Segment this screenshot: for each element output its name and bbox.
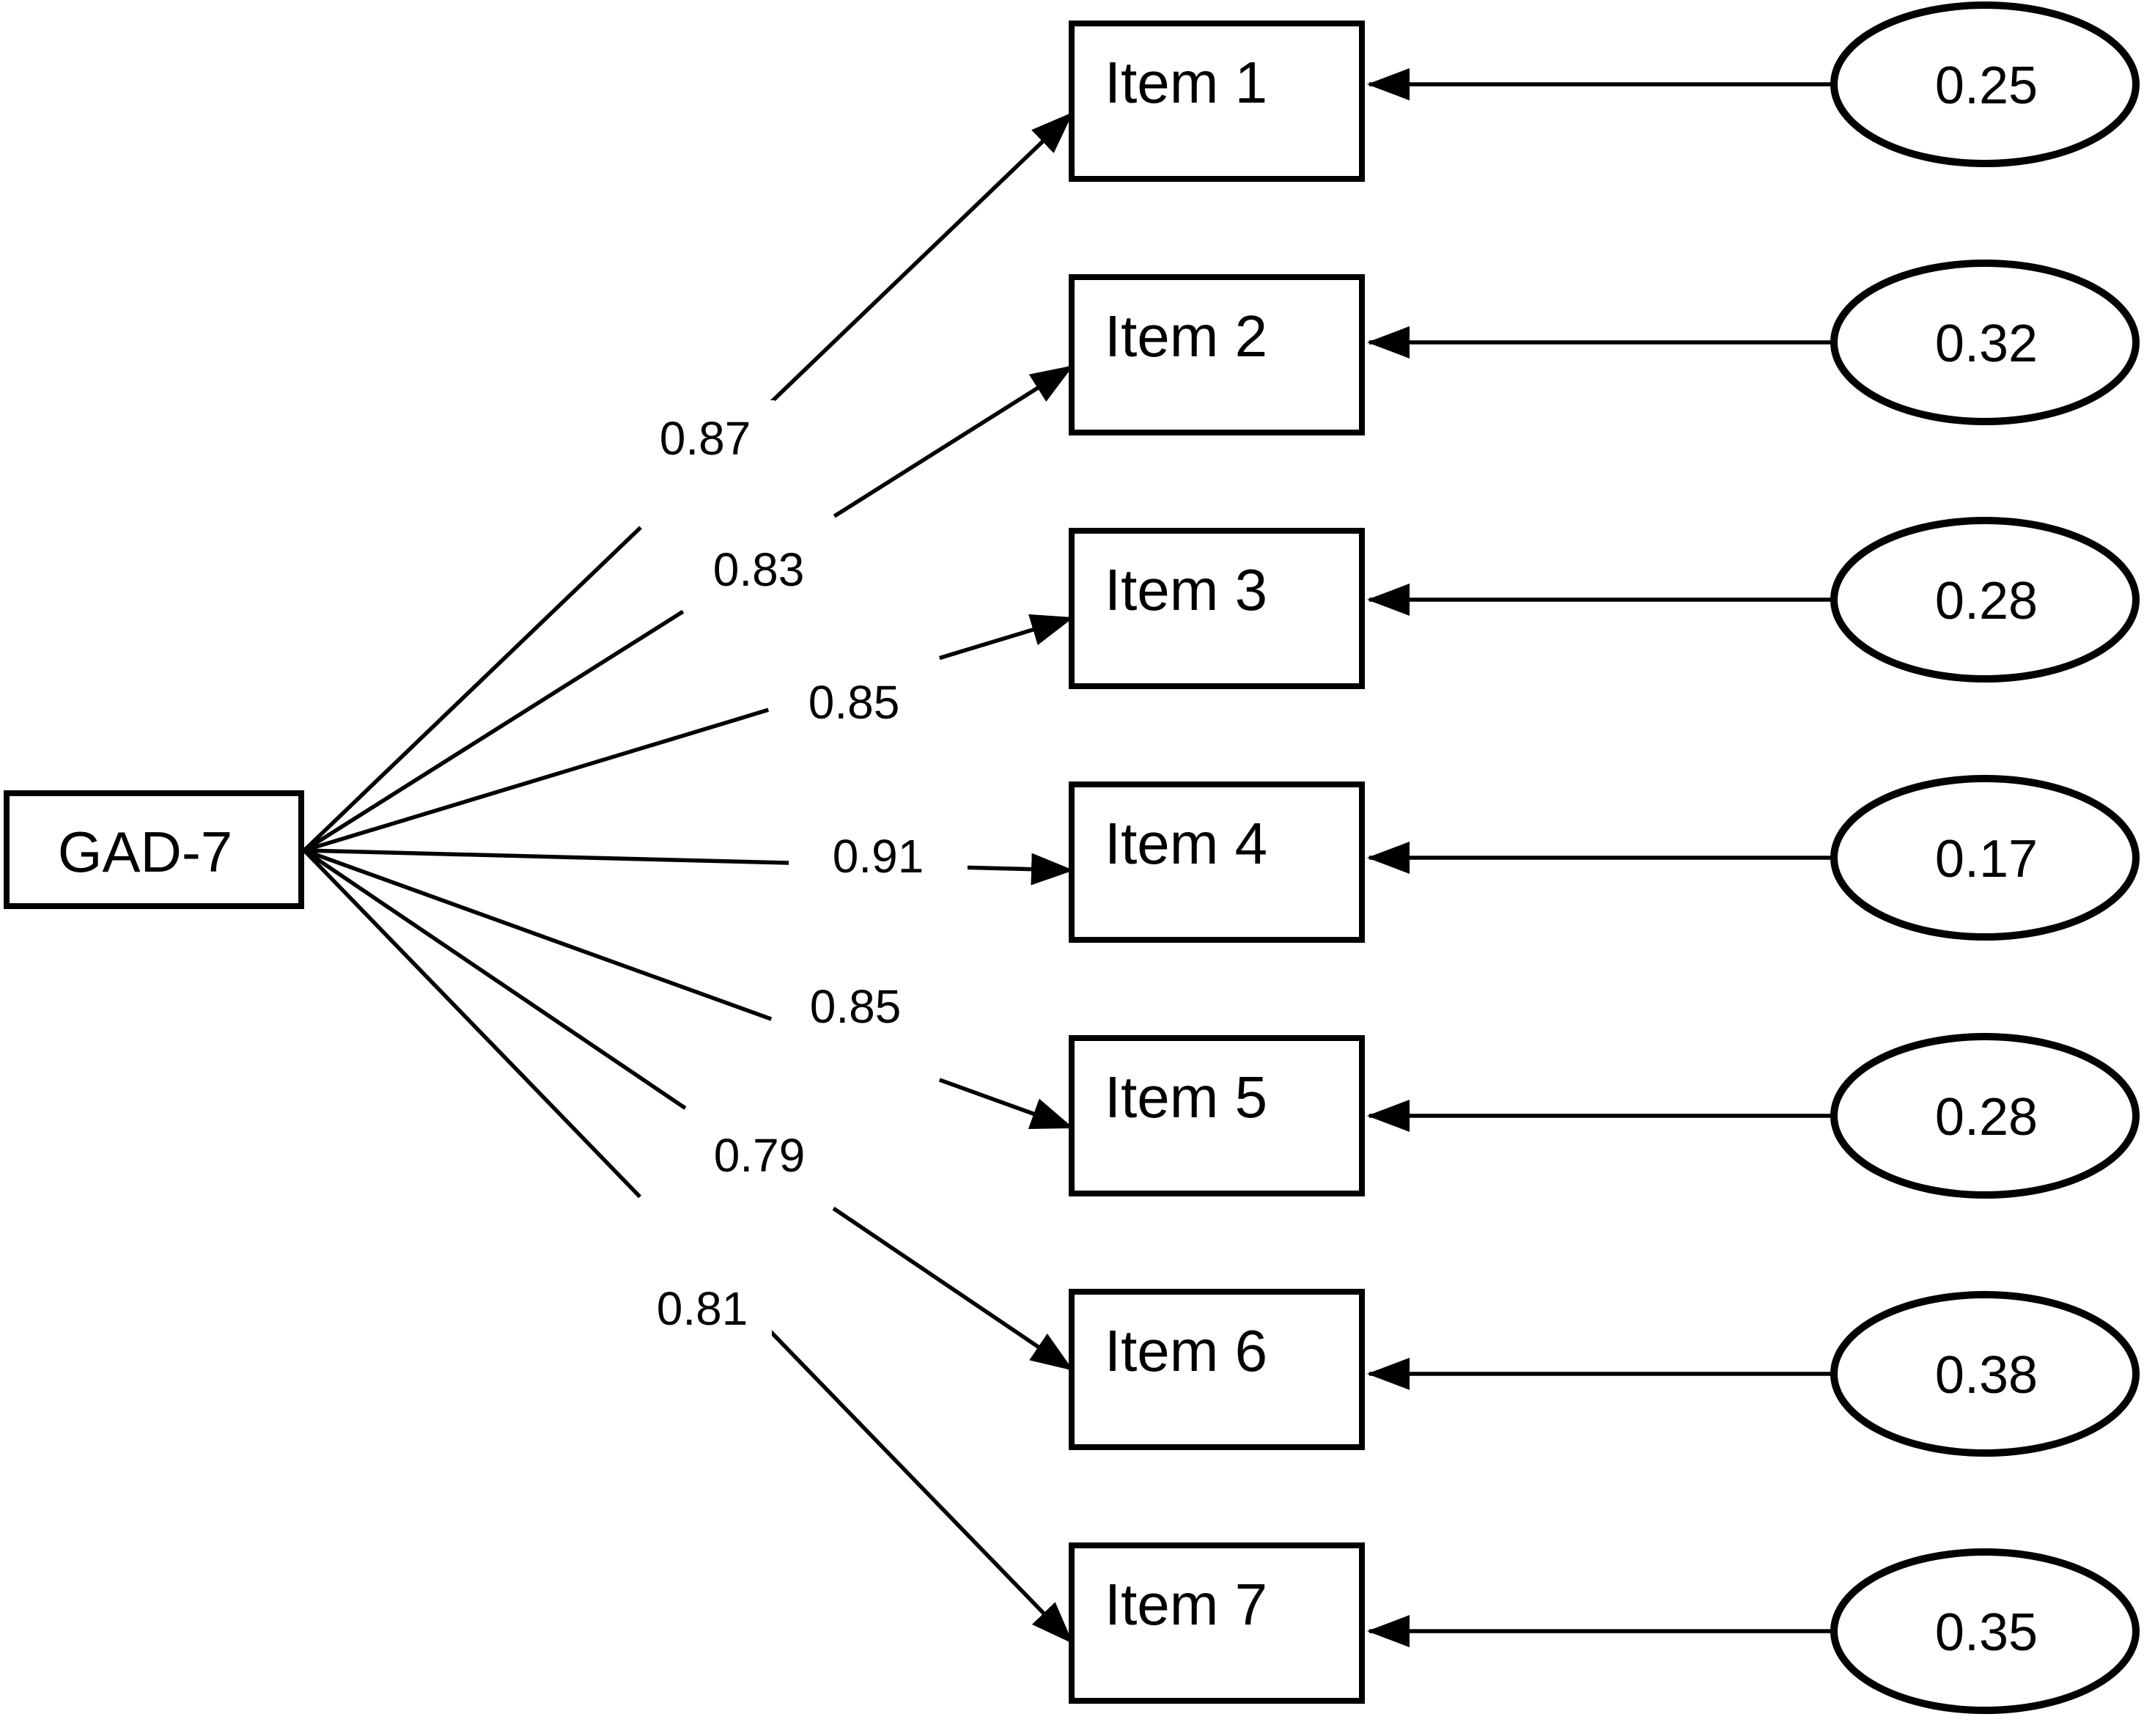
item-label: Item 2	[1105, 304, 1267, 369]
loading-value: 0.79	[714, 1129, 806, 1182]
loading-label-backing	[689, 532, 828, 608]
error-ellipse	[1830, 1548, 2140, 1714]
latent-box	[4, 790, 304, 909]
item-label: Item 3	[1105, 557, 1267, 622]
loading-value: 0.83	[713, 543, 805, 596]
error-value: 0.17	[1935, 830, 2038, 889]
error-value: 0.28	[1935, 572, 2038, 630]
item-box	[1069, 528, 1365, 689]
error-ellipse	[1830, 775, 2140, 941]
loading-label-backing	[786, 968, 925, 1045]
error-value: 0.28	[1935, 1088, 2038, 1147]
item-label: Item 6	[1105, 1318, 1267, 1383]
loading-value: 0.87	[660, 412, 751, 465]
error-value: 0.35	[1935, 1603, 2038, 1662]
loading-arrow	[967, 853, 1074, 886]
loading-arrow	[938, 614, 1074, 661]
loading-value: 0.85	[810, 980, 902, 1033]
item-box	[1069, 1035, 1365, 1196]
item-label: Item 4	[1105, 811, 1267, 876]
error-ellipse	[1830, 1291, 2140, 1457]
item-label: Item 1	[1105, 50, 1267, 115]
error-ellipse	[1830, 1033, 2140, 1199]
item-box	[1069, 1542, 1365, 1704]
error-ellipse	[1830, 517, 2140, 683]
error-value: 0.32	[1935, 315, 2038, 373]
loading-arrow-segment	[303, 848, 687, 1110]
loading-arrow	[768, 111, 1074, 405]
loading-arrow	[832, 1206, 1074, 1372]
error-value: 0.25	[1935, 56, 2038, 115]
item-box	[1069, 781, 1365, 943]
loading-label-backing	[633, 1270, 772, 1347]
loading-value: 0.91	[833, 830, 924, 883]
loading-arrow-segment	[303, 526, 642, 852]
latent-label: GAD-7	[58, 820, 232, 884]
error-ellipse	[1830, 260, 2140, 425]
loading-label-backing	[808, 818, 948, 894]
loading-arrow	[833, 364, 1074, 518]
loading-value: 0.81	[657, 1282, 748, 1335]
loading-label-backing	[690, 1117, 829, 1194]
item-label: Item 5	[1105, 1064, 1267, 1130]
item-box	[1069, 274, 1365, 435]
loading-value: 0.85	[808, 676, 900, 729]
error-value: 0.38	[1935, 1346, 2038, 1405]
loading-arrow	[762, 1323, 1074, 1644]
loading-arrow-segment	[303, 707, 770, 853]
loading-label-backing	[784, 664, 924, 740]
item-box	[1069, 1289, 1365, 1450]
loading-arrow-segment	[303, 849, 642, 1199]
item-label: Item 7	[1105, 1572, 1267, 1637]
loading-label-backing	[636, 400, 775, 477]
loading-arrow	[938, 1078, 1074, 1130]
loading-arrow-segment	[303, 609, 685, 853]
item-box	[1069, 21, 1365, 182]
loading-arrow-segment	[303, 848, 789, 865]
loading-arrow-segment	[303, 848, 773, 1021]
error-ellipse	[1830, 1, 2140, 167]
